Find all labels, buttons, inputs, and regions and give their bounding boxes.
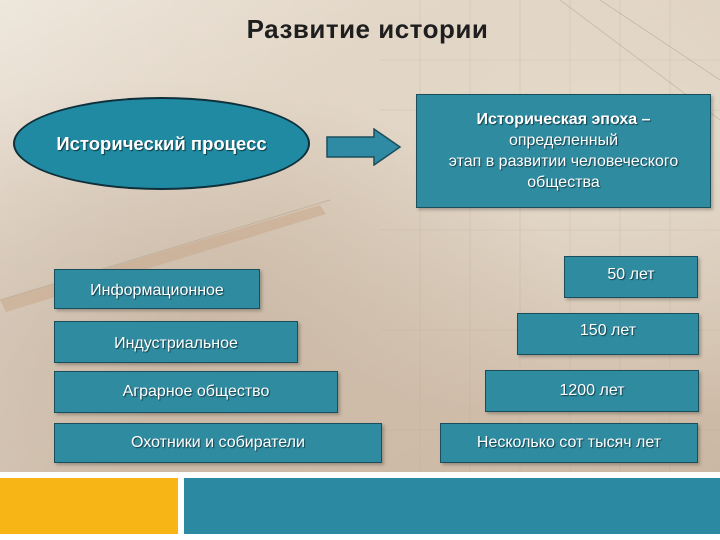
duration-box-150: 150 лет	[517, 313, 699, 355]
definition-line-4: общества	[527, 174, 600, 191]
duration-box-hundreds-thousands: Несколько сот тысяч лет	[440, 423, 698, 463]
footer-bar	[0, 472, 720, 540]
stage-label: Аграрное общество	[122, 383, 270, 400]
stage-box-agrarian: Аграрное общество	[54, 371, 338, 413]
duration-label: 1200 лет	[559, 382, 625, 399]
page-title: Развитие истории	[246, 14, 489, 44]
historical-process-ellipse: Исторический процесс	[13, 97, 310, 190]
ellipse-label: Исторический процесс	[56, 132, 267, 154]
right-arrow-icon	[326, 128, 402, 166]
duration-label: 150 лет	[579, 322, 637, 339]
duration-label: 50 лет	[607, 266, 655, 283]
stage-label: Индустриальное	[114, 335, 238, 352]
stage-label: Информационное	[90, 282, 224, 299]
stage-box-hunters-gatherers: Охотники и собиратели	[54, 423, 382, 463]
definition-line-2: определенный	[508, 132, 619, 149]
duration-box-1200: 1200 лет	[485, 370, 699, 412]
stage-box-industrial: Индустриальное	[54, 321, 298, 363]
stage-label: Охотники и собиратели	[131, 434, 305, 451]
definition-line-3: этап в развитии человеческого	[448, 153, 679, 170]
definition-box: Историческая эпоха – определенный этап в…	[416, 94, 711, 208]
footer-accent-orange	[0, 478, 178, 534]
duration-label: Несколько сот тысяч лет	[476, 434, 662, 451]
stage-box-information: Информационное	[54, 269, 260, 309]
slide-canvas: Развитие истории Исторический процесс Ис…	[0, 0, 720, 472]
duration-box-50: 50 лет	[564, 256, 698, 298]
footer-accent-blue	[184, 478, 720, 534]
definition-line-1: Историческая эпоха –	[476, 111, 651, 128]
